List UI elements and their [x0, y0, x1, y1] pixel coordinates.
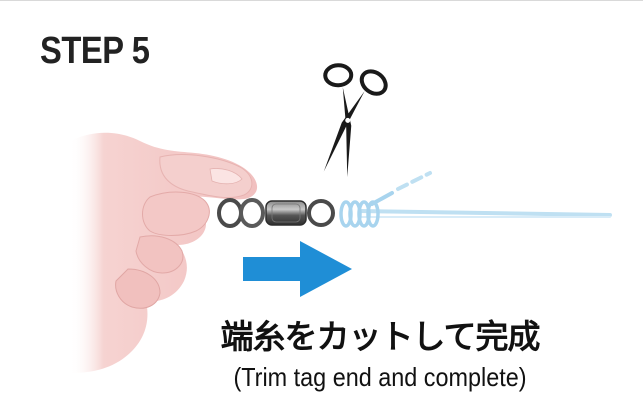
- fishing-line: [339, 171, 612, 228]
- caption-english: (Trim tag end and complete): [233, 362, 527, 392]
- step-title: STEP 5: [40, 30, 150, 72]
- right-arrow-icon: [243, 241, 352, 297]
- tag-end: [370, 191, 394, 206]
- hand-illustration: [70, 132, 258, 373]
- tag-end-cut: [396, 171, 432, 191]
- scissors-icon: [323, 63, 388, 177]
- swivel-icon: [217, 198, 335, 228]
- caption-japanese: 端糸をカットして完成: [220, 317, 540, 356]
